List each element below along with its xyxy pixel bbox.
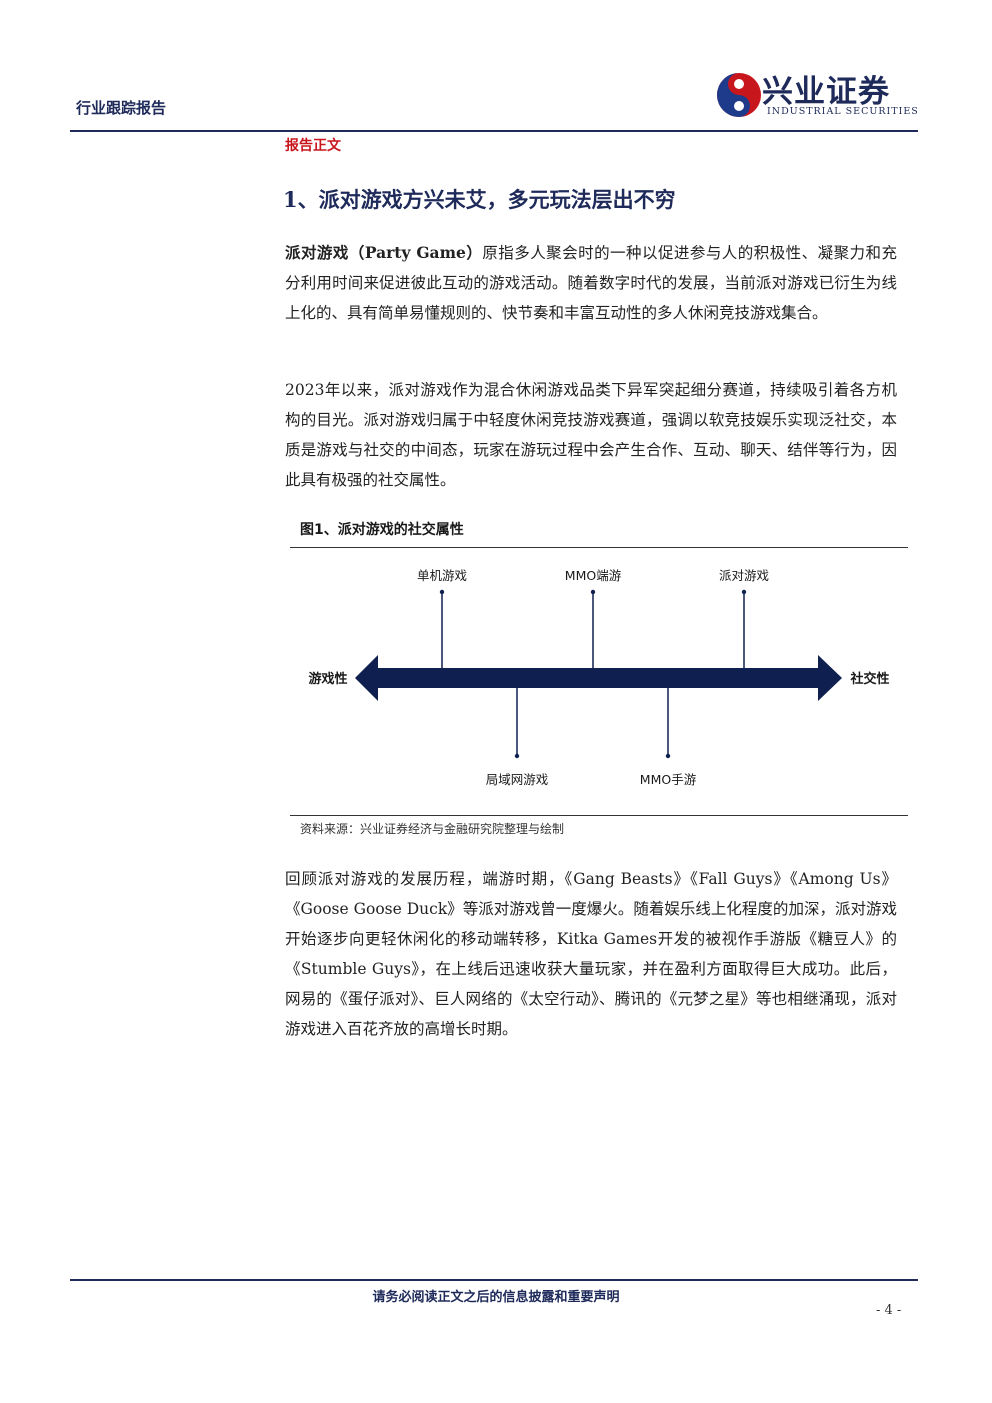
figure-source: 资料来源：兴业证券经济与金融研究院整理与绘制 — [300, 822, 565, 836]
figure-title: 图1、派对游戏的社交属性 — [300, 522, 464, 538]
logo-english-name: INDUSTRIAL SECURITIES — [767, 106, 919, 117]
connector-top-1-dot — [439, 589, 445, 595]
connector-top-3-dot — [741, 589, 747, 595]
report-type-label: 行业跟踪报告 — [76, 99, 167, 117]
section-tag: 报告正文 — [285, 138, 341, 154]
section-heading: 1、派对游戏方兴未艾，多元玩法层出不穷 — [283, 187, 676, 212]
paragraph-1-term: 派对游戏（Party Game） — [285, 243, 483, 262]
axis-left-label: 游戏性 — [308, 671, 347, 687]
bottom-label-2: MMO手游 — [640, 772, 697, 787]
footer-divider — [70, 1279, 918, 1281]
paragraph-1-text: 原指多人聚会时的一种以促进参与人的积极性、凝聚力和充分利用时间来促进彼此互动的游… — [285, 244, 897, 322]
axis-arrow — [355, 655, 842, 701]
logo-chinese-name: 兴业证券 — [762, 74, 890, 110]
top-label-3: 派对游戏 — [719, 568, 769, 583]
figure-top-rule — [290, 547, 908, 548]
social-attribute-diagram: 游戏性 社交性 单机游戏 MMO端游 派对游戏 局域网游戏 MMO手游 — [308, 568, 889, 787]
paragraph-3: 回顾派对游戏的发展历程，端游时期，《Gang Beasts》《Fall Guys… — [285, 870, 897, 1038]
figure-bottom-rule — [290, 815, 908, 816]
disclaimer-notice: 请务必阅读正文之后的信息披露和重要声明 — [372, 1290, 620, 1305]
paragraph-2: 2023年以来，派对游戏作为混合休闲游戏品类下异军突起细分赛道，持续吸引着各方机… — [285, 381, 897, 489]
top-label-1: 单机游戏 — [417, 568, 467, 583]
connector-bottom-2-dot — [665, 753, 671, 759]
page-number: - 4 - — [876, 1303, 902, 1318]
top-label-2: MMO端游 — [565, 568, 622, 583]
connector-bottom-1-dot — [514, 753, 520, 759]
bottom-label-1: 局域网游戏 — [486, 772, 549, 787]
connector-top-2-dot — [590, 589, 596, 595]
header-divider — [70, 130, 918, 132]
company-logo-icon — [717, 73, 761, 117]
axis-right-label: 社交性 — [849, 671, 889, 687]
paragraph-1: 派对游戏（Party Game）原指多人聚会时的一种以促进参与人的积极性、凝聚力… — [285, 238, 897, 328]
